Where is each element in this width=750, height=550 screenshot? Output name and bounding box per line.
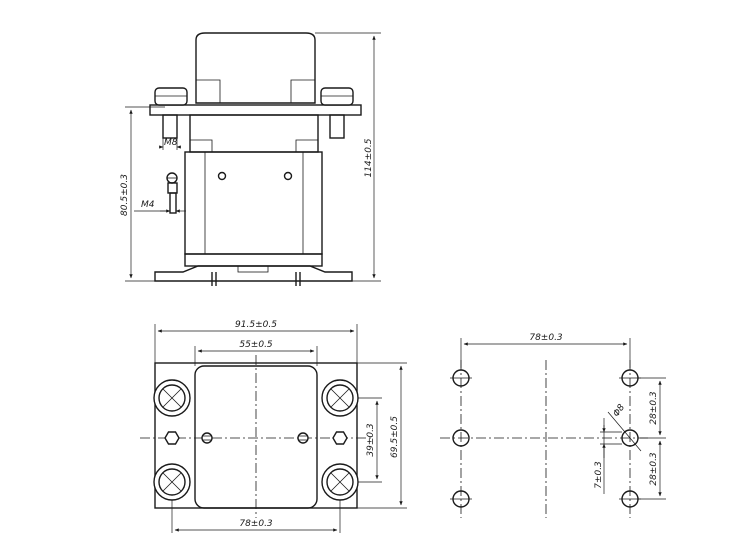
yoke: [189, 114, 319, 153]
pattern-hole-mid-left: [452, 429, 470, 447]
label-height-terminal: 80.5±0.3: [120, 174, 130, 216]
mount-hole-right: [332, 431, 348, 445]
coil-cap: [195, 32, 316, 104]
label-pattern-spacing: 78±0.3: [529, 333, 563, 343]
right-terminal-nut: [320, 87, 354, 106]
label-hole-spacing: 78±0.3: [239, 519, 273, 529]
label-height-total: 114±0.5: [364, 138, 374, 177]
mounting-base: [154, 265, 353, 282]
label-thread-m8: M8: [164, 138, 178, 148]
aux-screw-left: [201, 432, 213, 444]
terminal-bottom-left: [153, 463, 191, 501]
pattern-hole-mid-right: [621, 429, 639, 447]
label-body-width: 55±0.5: [239, 340, 273, 350]
label-overall-width: 91.5±0.5: [235, 320, 277, 330]
top-plate: [149, 104, 362, 116]
label-lower-offset: 28±0.3: [649, 452, 659, 486]
mounting-pattern: 78±0.3 28±0.3 28±0.3 7±0.3 Φ8: [440, 333, 666, 518]
right-stud: [329, 114, 345, 139]
side-view: 114±0.5 80.5±0.3 M8 M4: [120, 32, 381, 286]
label-thread-m4: M4: [141, 200, 155, 210]
terminal-bottom-right: [321, 463, 359, 501]
label-terminal-spacing: 39±0.3: [366, 423, 376, 457]
left-terminal-nut: [154, 87, 188, 106]
terminal-top-left: [153, 379, 191, 417]
aux-screw-right: [297, 432, 309, 444]
label-overall-height: 69.5±0.5: [390, 416, 400, 458]
mount-hole-left: [164, 431, 180, 445]
left-stud: [162, 114, 178, 139]
pattern-hole-bottom-left: [450, 490, 472, 508]
label-slot-width: 7±0.3: [594, 461, 604, 489]
label-hole-diameter: Φ8: [612, 403, 628, 419]
terminal-top-right: [321, 379, 359, 417]
housing: [184, 151, 323, 255]
label-upper-offset: 28±0.3: [649, 391, 659, 425]
bottom-view: 91.5±0.5 55±0.5 78±0.3 39±0.3 69.5±0.5: [140, 320, 407, 533]
pattern-hole-top-left: [450, 369, 472, 387]
diameter-leader: [607, 411, 642, 452]
